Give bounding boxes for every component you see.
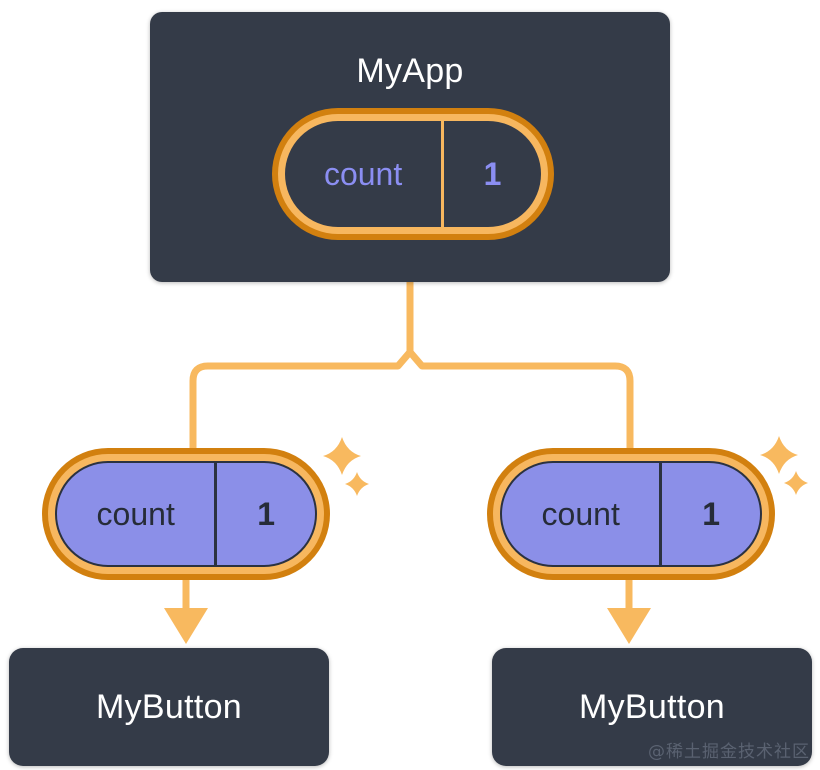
pill-ring: count 1: [278, 114, 548, 234]
state-value: 1: [483, 155, 502, 192]
component-card-mybutton-right[interactable]: MyButton: [492, 648, 812, 766]
sparkle-large-right: [760, 436, 798, 474]
pill-ring: count 1: [493, 454, 769, 574]
state-pill-left[interactable]: count 1: [42, 448, 330, 580]
component-label: MyButton: [95, 687, 243, 726]
arrow-head-right: [607, 608, 651, 644]
pill-body: count 1: [285, 121, 541, 227]
connector-branch-left: [189, 348, 414, 454]
sparkle-small-left: [345, 472, 369, 496]
connector-branch-right: [406, 348, 634, 454]
component-card-mybutton-left[interactable]: MyButton: [9, 648, 329, 766]
state-key: count: [541, 495, 620, 532]
pill-body: count 1: [55, 461, 317, 567]
state-pill-right[interactable]: count 1: [487, 448, 775, 580]
state-pill-root[interactable]: count 1: [272, 108, 554, 240]
arrow-head-left: [164, 608, 208, 644]
pill-divider: [441, 121, 445, 227]
state-key: count: [96, 495, 175, 532]
pill-divider: [659, 463, 663, 565]
sparkle-small-right: [784, 471, 808, 495]
state-key: count: [323, 155, 403, 192]
state-value: 1: [702, 495, 721, 532]
component-label: MyButton: [578, 687, 726, 726]
watermark: @稀土掘金技术社区: [648, 742, 810, 762]
page-title: MyApp: [356, 52, 464, 90]
pill-ring: count 1: [48, 454, 324, 574]
state-value: 1: [257, 495, 276, 532]
sparkle-large-left: [323, 437, 361, 475]
pill-body: count 1: [500, 461, 762, 567]
pill-divider: [214, 463, 218, 565]
